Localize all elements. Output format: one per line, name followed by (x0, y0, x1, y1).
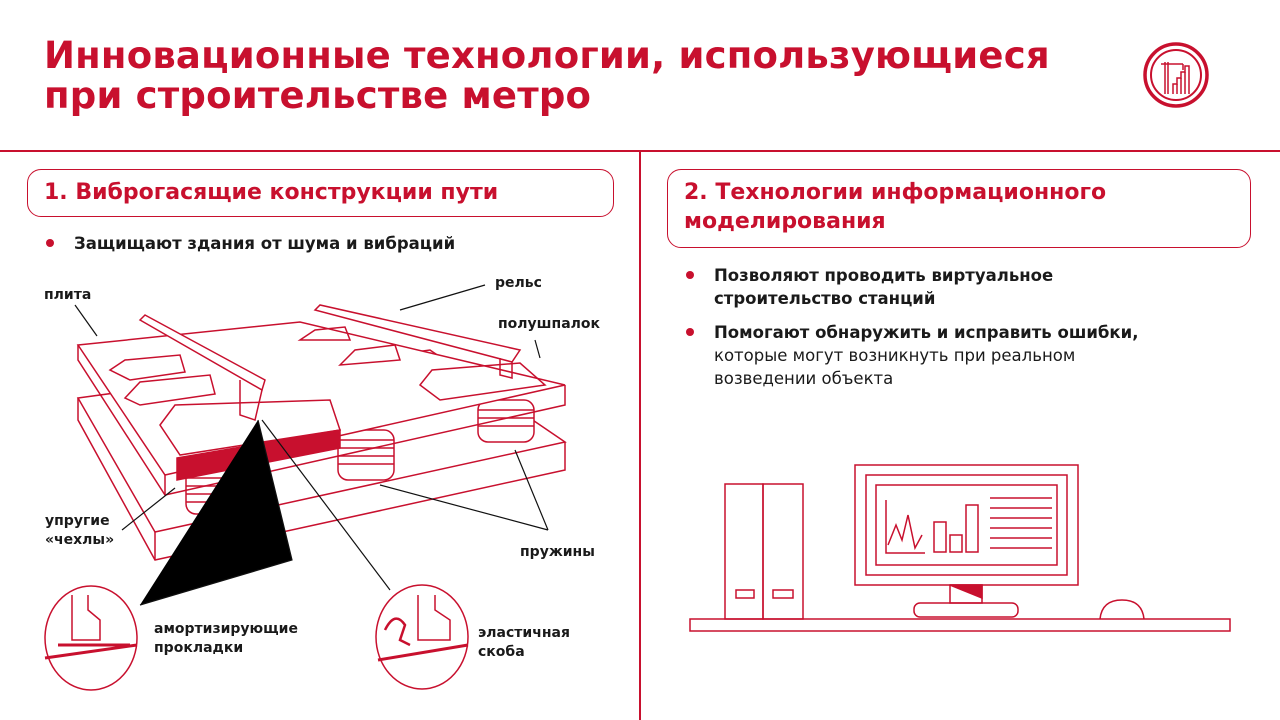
label-elastic-covers: упругие «чехлы» (45, 513, 115, 548)
label-elastic-clip: эластичная скоба (478, 625, 570, 660)
label-springs: пружины (520, 544, 595, 560)
section2-bullet: Позволяют проводить виртуальное строител… (684, 264, 1053, 310)
track-vibration-diagram (44, 284, 567, 691)
page-title: Инновационные технологии, использующиеся… (44, 34, 1050, 117)
logo (1143, 42, 1209, 108)
monitor-icon (854, 464, 1079, 618)
pad-detail-inset (44, 585, 138, 691)
section1-bullet: Защищают здания от шума и вибраций (44, 232, 455, 255)
section2-heading: 2. Технологии информационного моделирова… (667, 169, 1251, 248)
label-half-sleeper: полушпалок (498, 316, 601, 332)
mouse-icon (1099, 599, 1145, 620)
spring (477, 399, 535, 443)
section1-heading: 1. Виброгасящие конструкции пути (27, 169, 614, 217)
label-damping-pads: амортизирующие прокладки (154, 621, 298, 656)
construction-crane-building-logo-icon (1143, 42, 1209, 108)
section2-bullet: Помогают обнаружить и исправить ошибки, … (684, 321, 1138, 390)
desk (689, 618, 1231, 632)
spring (337, 429, 395, 481)
column-divider (639, 150, 641, 720)
label-plate: плита (44, 287, 92, 303)
label-rail: рельс (495, 275, 542, 291)
binders-icon (724, 483, 804, 620)
clip-detail-inset (375, 584, 469, 690)
